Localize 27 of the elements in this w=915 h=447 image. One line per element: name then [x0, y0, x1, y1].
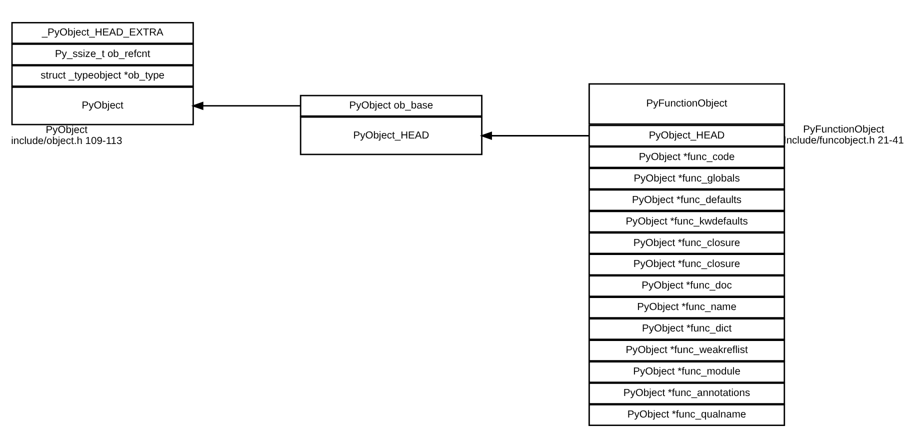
node-box: PyObject *func_name	[588, 296, 786, 318]
node-box: PyObject *func_kwdefaults	[588, 210, 786, 232]
node-label: PyFunctionObject	[803, 124, 884, 135]
node-box: Py_ssize_t ob_refcnt	[11, 43, 194, 65]
node-box: PyObject *func_code	[588, 146, 786, 168]
node-box: PyObject_HEAD	[300, 116, 482, 155]
node-box: PyObject *func_defaults	[588, 188, 786, 211]
node-box: PyObject *func_globals	[588, 167, 786, 190]
node-box: PyObject *func_doc	[588, 274, 786, 297]
node-box: PyFunctionObject	[588, 82, 786, 124]
node-box: PyObject *func_dict	[588, 318, 786, 340]
node-box: PyObject *func_module	[588, 360, 786, 382]
node-label: include/object.h 109-113	[11, 135, 122, 146]
node-box: PyObject ob_base	[300, 94, 482, 116]
node-box: PyObject *func_qualname	[588, 404, 786, 426]
node-box: _PyObject_HEAD_EXTRA	[11, 22, 194, 44]
arrow	[480, 130, 590, 140]
node-box: PyObject *func_annotations	[588, 382, 786, 404]
node-box: PyObject *func_weakreflist	[588, 339, 786, 362]
node-box: PyObject	[11, 86, 194, 125]
node-box: PyObject *func_closure	[588, 253, 786, 276]
node-label: PyObject	[46, 124, 88, 136]
arrow	[191, 101, 300, 110]
node-box: PyObject *func_closure	[588, 232, 786, 254]
node-box: struct _typeobject *ob_type	[11, 64, 194, 86]
node-box: PyObject_HEAD	[588, 124, 786, 146]
node-label: Include/funcobject.h 21-41	[783, 134, 904, 146]
